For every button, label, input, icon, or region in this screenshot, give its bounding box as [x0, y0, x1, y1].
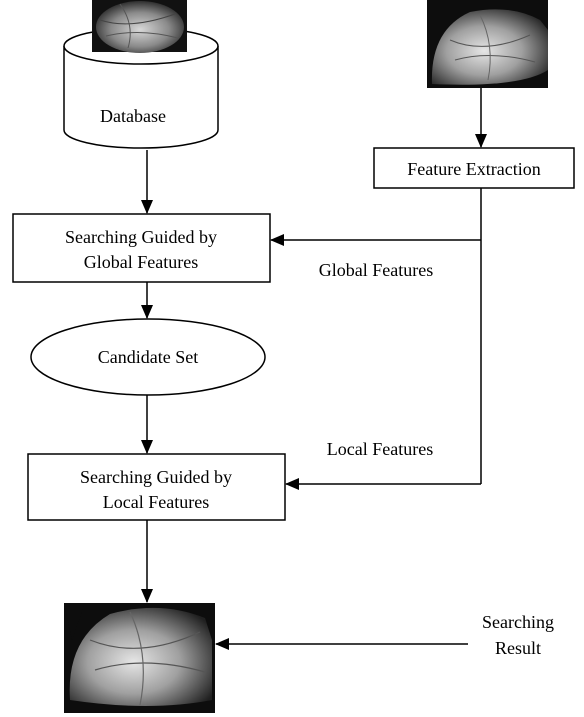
local-search-label-line1: Searching Guided by: [80, 467, 232, 487]
candidate-set-ellipse: Candidate Set: [30, 318, 266, 396]
database-label: Database: [100, 106, 166, 126]
global-search-box: Searching Guided by Global Features: [12, 213, 271, 283]
result-palm-image: [64, 603, 215, 713]
connectors: [141, 88, 487, 650]
global-features-label: Global Features: [319, 260, 433, 280]
local-search-box: Searching Guided by Local Features: [27, 453, 286, 521]
query-palm-image: [427, 0, 548, 88]
searching-result-label-line2: Result: [495, 638, 541, 658]
searching-result-label-line1: Searching: [482, 612, 554, 632]
local-features-label: Local Features: [327, 439, 433, 459]
candidate-set-label: Candidate Set: [98, 347, 198, 367]
global-search-label-line2: Global Features: [84, 252, 198, 272]
feature-extraction-label: Feature Extraction: [407, 159, 540, 179]
feature-extraction-box: Feature Extraction: [373, 147, 575, 189]
local-search-label-line2: Local Features: [103, 492, 209, 512]
global-search-label-line1: Searching Guided by: [65, 227, 217, 247]
database-palm-image: [92, 0, 187, 53]
